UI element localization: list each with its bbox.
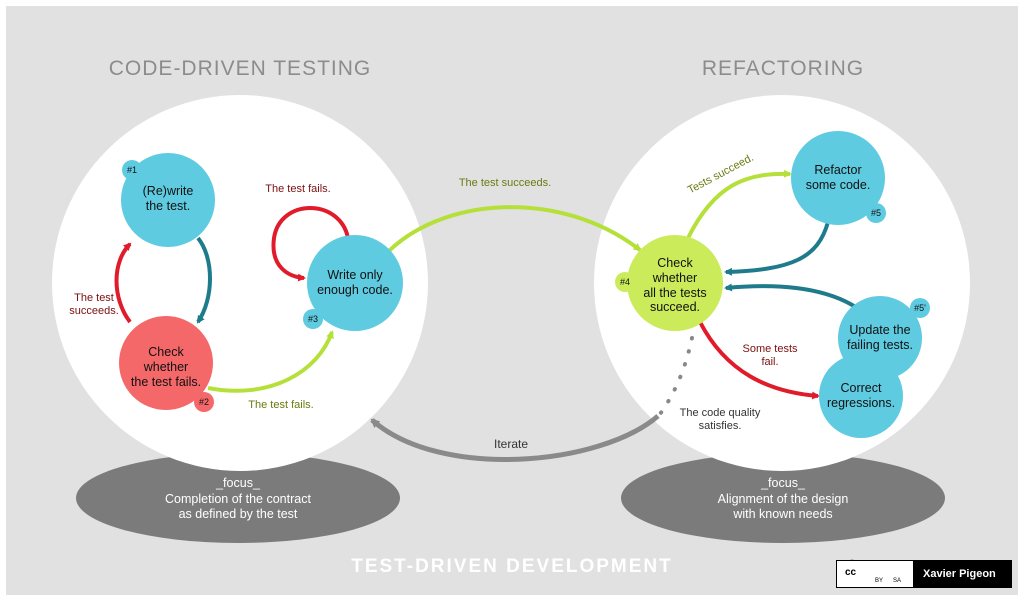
rewrite-test-badge-label: #1 [126,165,137,175]
refactor-label: Refactor some code. [805,163,871,192]
arrow-iterate [370,414,660,462]
by-label: BY [875,578,884,584]
cc-label: cc [845,567,857,578]
arrow-test-succeeds-loop-back [114,242,132,324]
arrow-some-tests-fail-to-correct [698,321,820,400]
arrow-tests-succeed-to-refactor [686,169,792,239]
check-fails-badge-label: #2 [198,397,209,407]
refactor-badge [866,203,886,223]
write-code-label: Write only enough code. [317,268,393,297]
left-focus-text: _focus_ Completion of the contract as de… [165,476,311,522]
some-tests-fail-label: Some tests fail. [742,343,798,368]
refactoring-title: REFACTORING [701,57,865,80]
rewrite-test-label: (Re)write the test. [142,184,194,213]
refactor-badge-label: #5 [870,208,881,218]
arrow-check-fails-to-write-code [207,330,334,393]
rewrite-test-badge [122,160,142,180]
test-fails-loop-label: The test fails. [265,183,331,195]
write-code-node [307,235,403,331]
quality-satisfies-label: The code quality satisfies. [679,407,761,432]
rewrite-test-node [121,153,215,247]
sa-label: SA [893,578,902,584]
code-driven-testing-title: CODE-DRIVEN TESTING [108,57,372,80]
arrow-test-succeeds-to-check-all [382,205,642,258]
write-code-badge-label: #3 [307,314,318,324]
update-failing-badge-label: #5' [914,303,926,313]
check-fails-label: Check whether the test fails. [130,345,202,389]
arrow-rewrite-to-check [196,236,212,324]
check-fails-badge [194,392,214,412]
update-failing-node [838,296,922,380]
left-focus-ellipse [76,453,400,543]
arrow-test-fails-self-loop [271,206,350,282]
tdd-footer-title: TEST-DRIVEN DEVELOPMENT [351,556,673,577]
write-code-badge [303,309,323,329]
correct-regressions-label: Correct regressions. [826,381,896,410]
author-name: Xavier Pigeon [923,568,996,580]
check-all-badge [615,272,635,292]
update-failing-label: Update the failing tests. [846,323,913,352]
check-fails-node [119,316,213,410]
refactor-node [791,131,885,225]
right-focus-ellipse [621,453,945,543]
update-failing-badge [910,298,930,318]
check-all-badge-label: #4 [619,277,630,287]
cc-badge: cc BY SA [837,561,913,587]
right-focus-text: _focus_ Alignment of the design with kno… [717,476,849,522]
check-all-node [627,235,723,331]
quality-dotted-line [658,336,694,416]
check-all-label: Check whether all the tests succeed. [643,256,707,315]
test-succeeds-left-label: The test succeeds. [69,292,119,317]
arrow-refactor-to-check-all [724,221,830,276]
iterate-label: Iterate [493,437,529,451]
license-bar: cc BY SA Xavier Pigeon [836,560,1012,588]
test-succeeds-mid-label: The test succeeds. [458,177,552,189]
test-fails-bottom-label: The test fails. [248,399,314,411]
